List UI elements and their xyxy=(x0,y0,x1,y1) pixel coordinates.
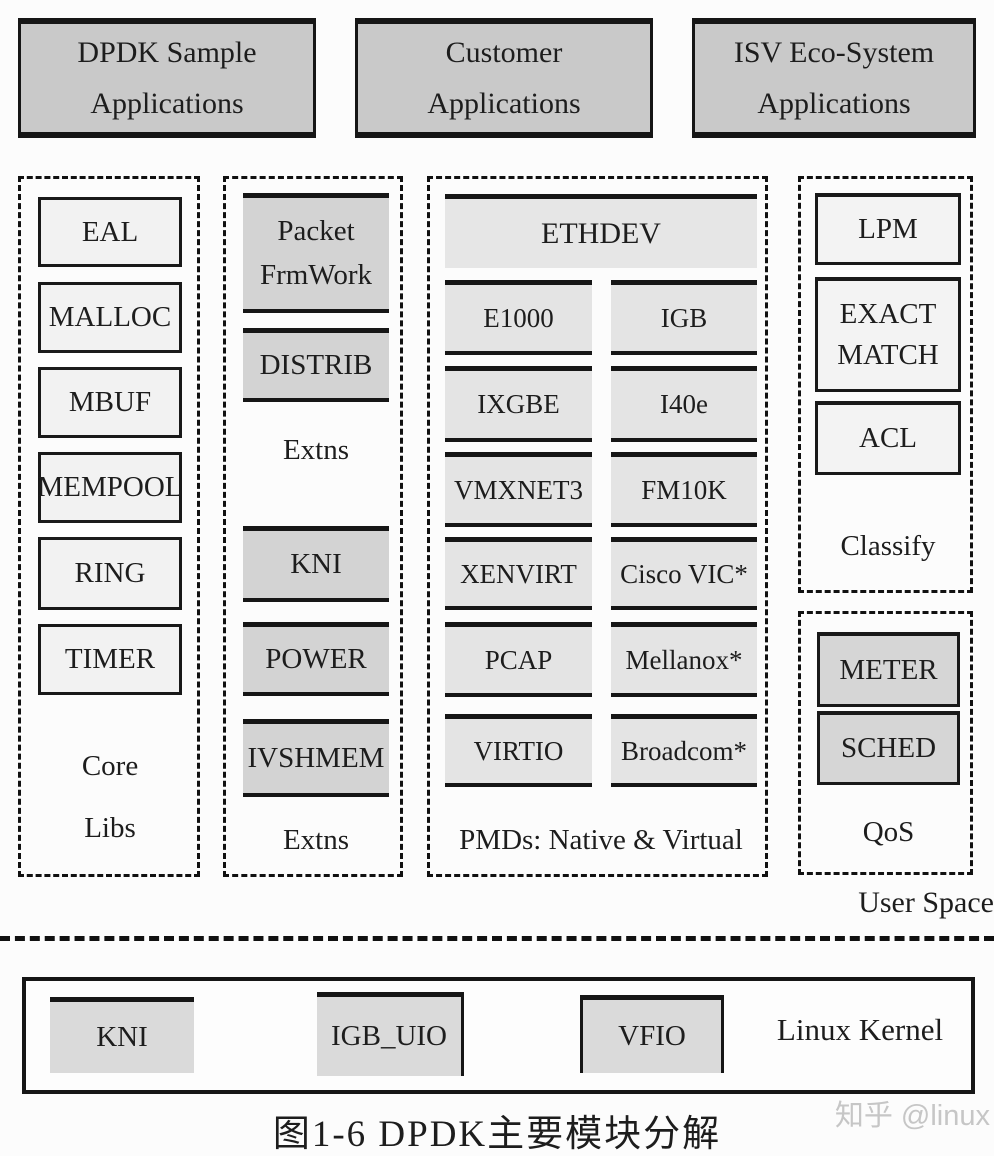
figure-caption: 图1-6 DPDK主要模块分解 xyxy=(272,1114,722,1155)
label-user-space: User Space xyxy=(858,886,994,919)
box-exact-match: EXACT MATCH xyxy=(815,277,961,392)
label-pmds: PMDs: Native & Virtual xyxy=(459,823,743,856)
box-pcap: PCAP xyxy=(445,622,592,697)
box-ivshmem: IVSHMEM xyxy=(243,719,389,797)
group-qos xyxy=(798,611,973,875)
label-extns-top: Extns xyxy=(282,433,350,466)
group-pmds xyxy=(427,176,768,877)
box-fm10k: FM10K xyxy=(611,452,757,527)
box-igb: IGB xyxy=(611,280,757,355)
box-ring: RING xyxy=(38,537,182,610)
box-cisco-vic: Cisco VIC* xyxy=(611,537,757,610)
box-eal: EAL xyxy=(38,197,182,267)
group-classify xyxy=(798,176,973,593)
box-dpdk-sample-applications: DPDK Sample Applications xyxy=(18,18,316,138)
box-mempool: MEMPOOL xyxy=(38,452,183,523)
box-distrib: DISTRIB xyxy=(243,328,389,402)
group-extns xyxy=(223,176,403,877)
user-kernel-divider xyxy=(0,936,994,941)
box-meter: METER xyxy=(817,632,960,707)
label-classify: Classify xyxy=(840,529,936,562)
box-mbuf: MBUF xyxy=(38,367,182,438)
label-linux-kernel: Linux Kernel xyxy=(776,1012,944,1047)
box-power: POWER xyxy=(243,622,389,696)
box-kni: KNI xyxy=(243,526,389,602)
box-vmxnet3: VMXNET3 xyxy=(445,452,592,527)
box-malloc: MALLOC xyxy=(38,282,182,353)
group-linux-kernel xyxy=(22,977,975,1094)
box-kernel-kni: KNI xyxy=(50,997,194,1073)
box-packet-frmwork: Packet FrmWork xyxy=(243,193,389,313)
watermark: 知乎 @linux xyxy=(834,1100,990,1132)
box-acl: ACL xyxy=(815,401,961,475)
box-customer-applications: Customer Applications xyxy=(355,18,653,138)
box-sched: SCHED xyxy=(817,711,960,785)
box-e1000: E1000 xyxy=(445,280,592,355)
box-isv-ecosystem-applications: ISV Eco-System Applications xyxy=(692,18,976,138)
box-broadcom: Broadcom* xyxy=(611,714,757,787)
box-mellanox: Mellanox* xyxy=(611,622,757,697)
group-core-libs xyxy=(18,176,200,877)
box-i40e: I40e xyxy=(611,366,757,442)
box-lpm: LPM xyxy=(815,193,961,265)
box-timer: TIMER xyxy=(38,624,182,695)
box-ethdev: ETHDEV xyxy=(445,194,757,268)
box-vfio: VFIO xyxy=(580,995,724,1073)
label-qos: QoS xyxy=(862,815,915,848)
box-ixgbe: IXGBE xyxy=(445,366,592,442)
label-extns-bottom: Extns xyxy=(282,823,350,856)
box-igb-uio: IGB_UIO xyxy=(317,992,464,1076)
box-virtio: VIRTIO xyxy=(445,714,592,787)
label-core-libs: Core Libs xyxy=(81,750,139,844)
box-xenvirt: XENVIRT xyxy=(445,537,592,610)
